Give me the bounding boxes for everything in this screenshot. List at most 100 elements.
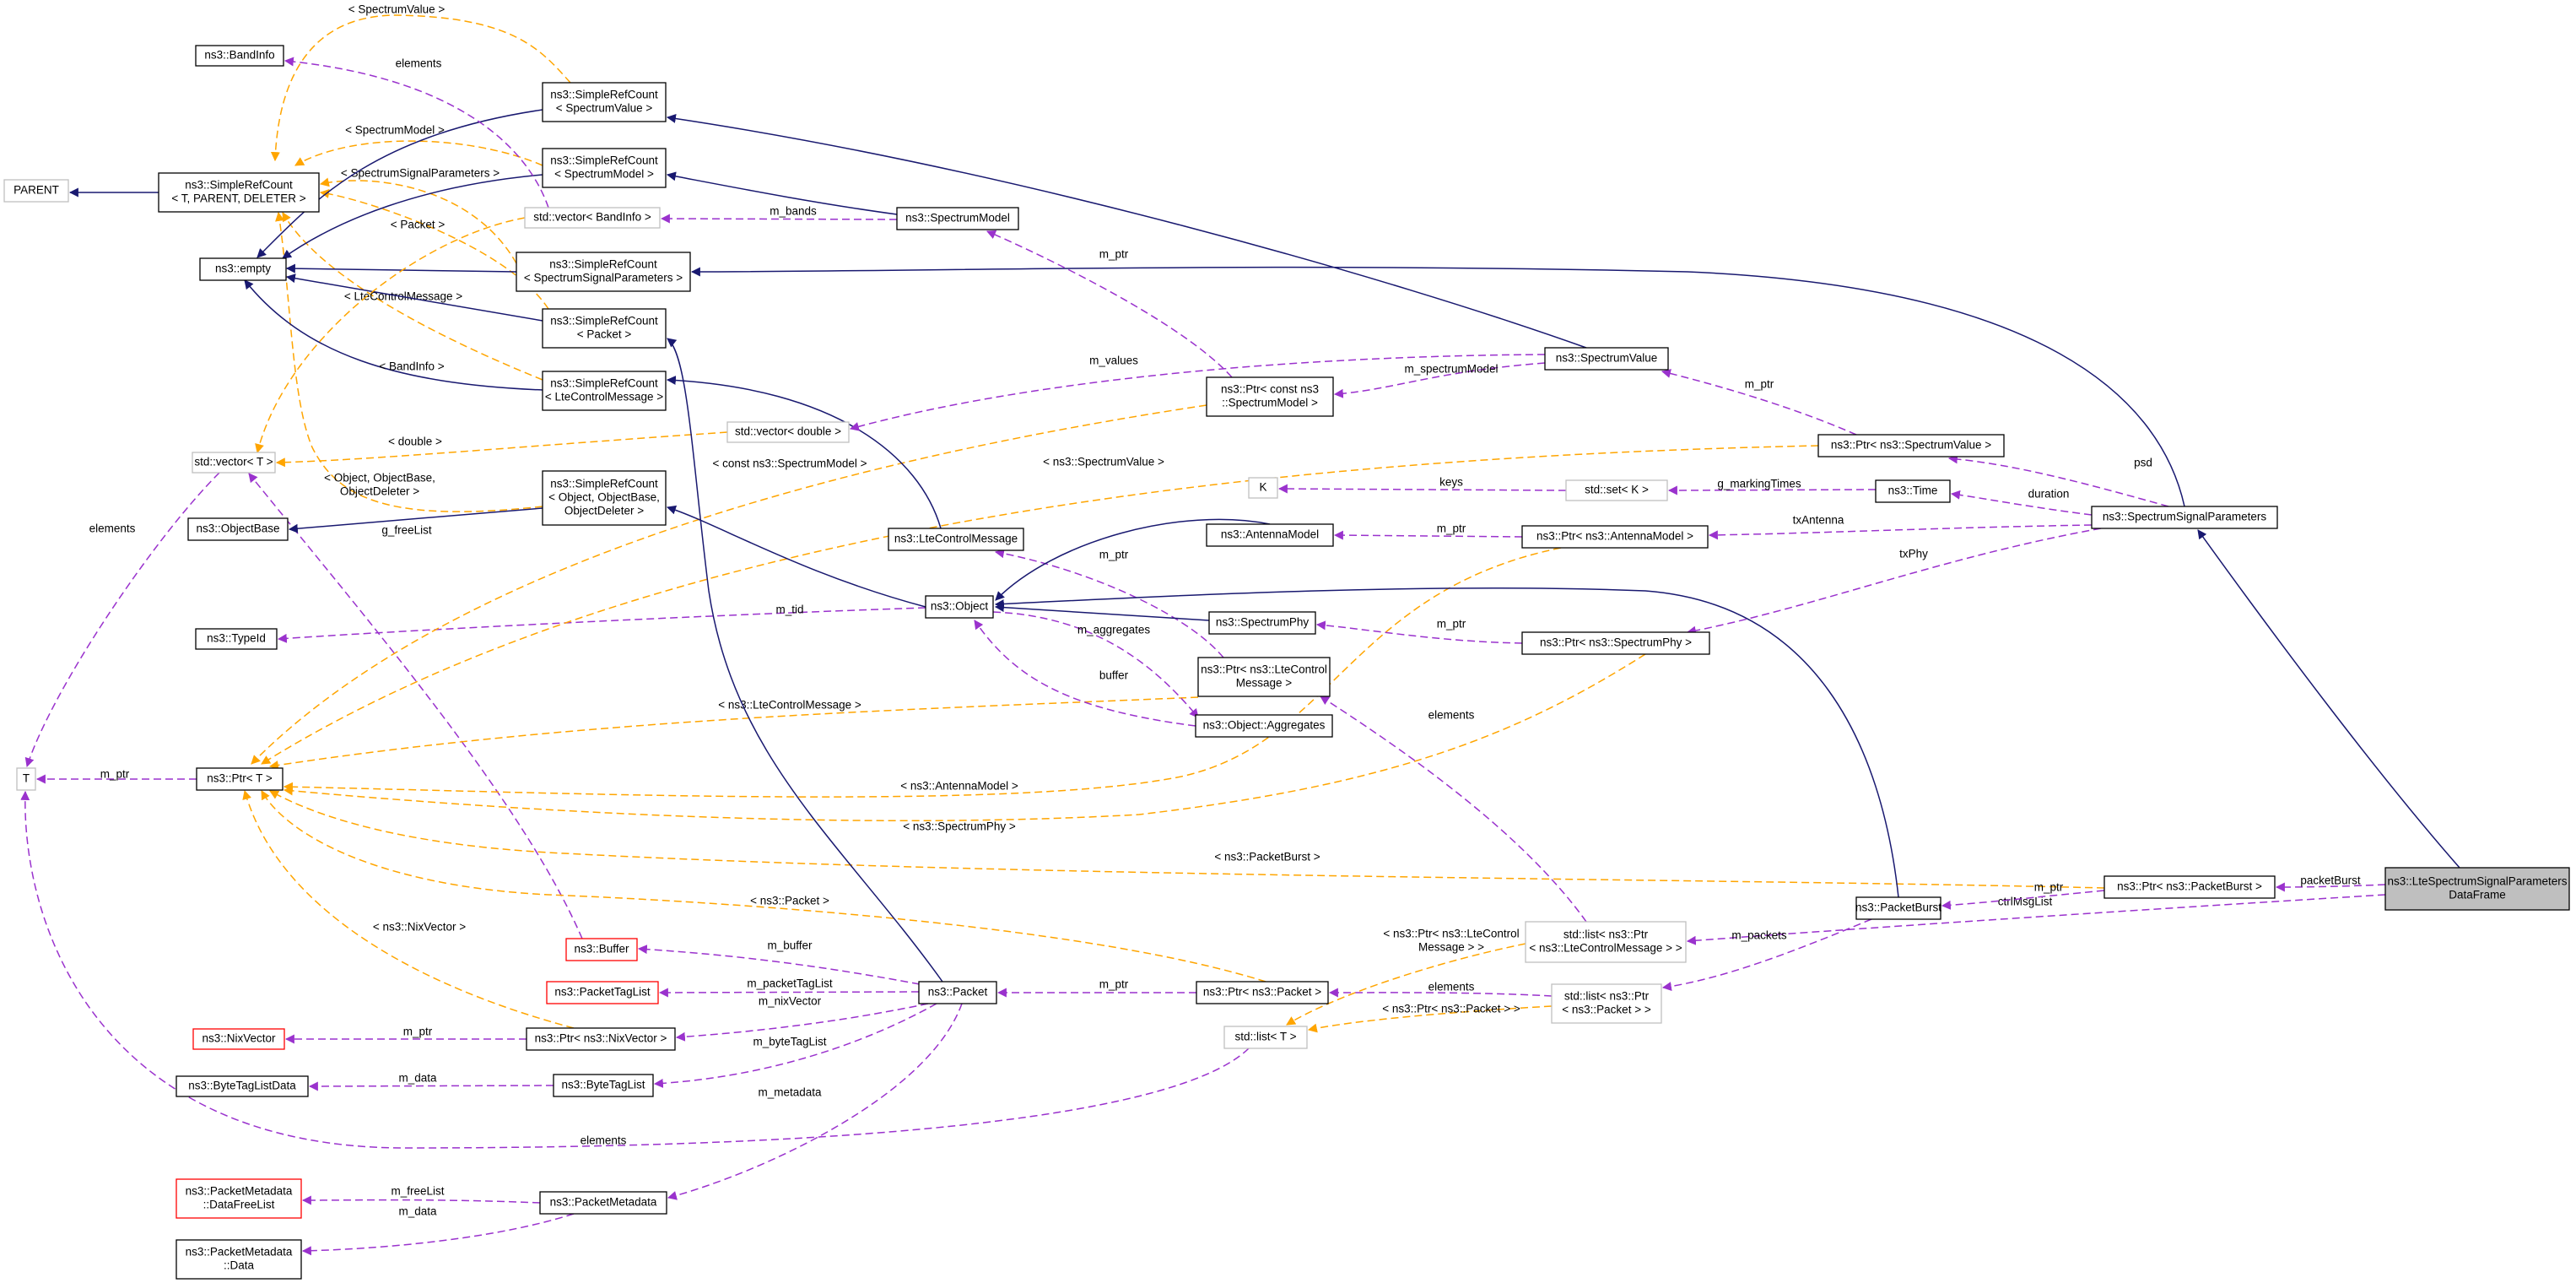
edge-srcSSP-ssp [690, 266, 2185, 507]
class-node-pmd[interactable]: ns3::PacketMetadata::Data [176, 1239, 302, 1280]
class-node-packet[interactable]: ns3::Packet [918, 981, 997, 1004]
edge-ptrT-ptrant: < ns3::AntennaModel > [283, 547, 1562, 798]
edge-T-listT: elements [20, 790, 1250, 1149]
edge-pmdfl-pmeta: m_freeList [301, 1185, 541, 1205]
node-label: ns3::Ptr< ns3::PacketBurst > [2117, 880, 2262, 893]
class-node-ptrnix[interactable]: ns3::Ptr< ns3::NixVector > [526, 1027, 676, 1051]
edge-srcT-srcP: < Packet > [319, 188, 549, 310]
class-node-objbase[interactable]: ns3::ObjectBase [187, 517, 289, 541]
edge-ptrT-ptrpb: < ns3::PacketBurst > [269, 790, 2105, 889]
class-node-srcp[interactable]: ns3::SimpleRefCount< Packet > [542, 308, 667, 349]
node-box [192, 1028, 285, 1050]
edge-label: m_tid [775, 604, 803, 616]
edge-line [2197, 529, 2460, 869]
edge-line [1328, 988, 1553, 998]
class-node-antmodel[interactable]: ns3::AntennaModel [1206, 523, 1334, 547]
edge-label: m_freeList [391, 1185, 444, 1198]
node-box [16, 767, 36, 791]
node-label: ns3::SpectrumModel [905, 212, 1010, 225]
class-node-srcsm[interactable]: ns3::SimpleRefCount< SpectrumModel > [542, 148, 667, 188]
edge-line [261, 445, 1819, 765]
edge-line [1333, 530, 1523, 540]
node-box [1544, 347, 1669, 371]
node-box [2384, 867, 2570, 911]
edge-label: < ns3::Ptr< ns3::LteControl [1383, 928, 1519, 940]
edge-specphy-ptrphy: m_ptr [1315, 618, 1523, 644]
class-node-srco[interactable]: ns3::SimpleRefCount< Object, ObjectBase,… [542, 470, 667, 526]
class-node-empty[interactable]: ns3::empty [199, 257, 287, 281]
class-node-btl[interactable]: ns3::ByteTagList [553, 1074, 654, 1097]
class-node-ptrpb[interactable]: ns3::Ptr< ns3::PacketBurst > [2103, 875, 2276, 899]
edge-label: < ns3::Packet > [750, 895, 829, 907]
edge-label: buffer [1099, 669, 1129, 682]
class-node-specmodel[interactable]: ns3::SpectrumModel [896, 207, 1019, 230]
class-node-ptrt[interactable]: ns3::Ptr< T > [196, 767, 284, 791]
node-label: ::SpectrumModel > [1222, 397, 1318, 409]
class-node-btld[interactable]: ns3::ByteTagListData [176, 1075, 309, 1097]
node-label: ns3::Buffer [574, 943, 629, 955]
edge-label: ObjectDeleter > [340, 485, 419, 498]
class-node-nixvec[interactable]: ns3::NixVector [192, 1028, 285, 1050]
class-node-root[interactable]: ns3::LteSpectrumSignalParametersDataFram… [2384, 867, 2570, 911]
class-node-buffer[interactable]: ns3::Buffer [565, 938, 638, 961]
class-node-specval[interactable]: ns3::SpectrumValue [1544, 347, 1669, 371]
class-node-aggr[interactable]: ns3::Object::Aggregates [1195, 714, 1333, 738]
edge-label: m_packets [1731, 929, 1787, 942]
edge-line [974, 620, 1196, 727]
edge-objbase-srcO [288, 507, 543, 533]
edge-line [1320, 696, 1587, 923]
node-label: T [23, 772, 30, 785]
edge-line [1661, 918, 1872, 992]
edge-ptrltecm-listptrlcm: elements [1320, 696, 1587, 923]
edge-vecT-vecdbl: < double > [275, 431, 728, 468]
edge-ptrT-ptrsv: < ns3::SpectrumValue > [261, 445, 1819, 765]
node-label: ns3::ByteTagListData [188, 1080, 296, 1092]
class-node-ptrsv[interactable]: ns3::Ptr< ns3::SpectrumValue > [1817, 434, 2005, 457]
node-label: ns3::ByteTagList [561, 1079, 645, 1091]
class-node-pmeta[interactable]: ns3::PacketMetadata [539, 1191, 667, 1215]
class-node-object[interactable]: ns3::Object [925, 595, 994, 619]
class-node-ptlist[interactable]: ns3::PacketTagList [546, 981, 659, 1004]
edge-pktburst-ptrpb: m_ptr [1941, 881, 2105, 910]
class-node-srcsv[interactable]: ns3::SimpleRefCount< SpectrumValue > [542, 82, 667, 122]
class-node-typeid[interactable]: ns3::TypeId [195, 628, 278, 650]
node-box [195, 45, 284, 67]
class-node-pmdfl[interactable]: ns3::PacketMetadata::DataFreeList [176, 1178, 302, 1219]
class-node-bandinfo[interactable]: ns3::BandInfo [195, 45, 284, 67]
edge-label: < ns3::SpectrumPhy > [903, 820, 1016, 833]
edge-srcT-srcSM: < SpectrumModel > [294, 124, 543, 166]
edge-label: m_data [398, 1072, 437, 1085]
edge-srcP-packet [667, 338, 943, 983]
class-node-pktburst[interactable]: ns3::PacketBurst [1855, 896, 1941, 920]
node-label: ::Data [224, 1259, 255, 1272]
edge-setK-time: g_markingTimes [1667, 478, 1877, 495]
class-node-srclcm[interactable]: ns3::SimpleRefCount< LteControlMessage > [542, 371, 667, 411]
edge-listptrpkt-pktburst: m_packets [1661, 918, 1872, 992]
node-box [192, 452, 276, 474]
class-node-ptrltecm[interactable]: ns3::Ptr< ns3::LteControlMessage > [1197, 657, 1331, 697]
edge-typeid-object: m_tid [277, 604, 926, 643]
class-node-ssp[interactable]: ns3::SpectrumSignalParameters [2091, 506, 2278, 529]
edge-line [251, 404, 1207, 765]
edge-line [849, 354, 1546, 431]
class-node-ptrpkt[interactable]: ns3::Ptr< ns3::Packet > [1196, 981, 1329, 1004]
class-node-specphy[interactable]: ns3::SpectrumPhy [1208, 611, 1316, 635]
edge-line [690, 266, 2185, 507]
class-node-ptrant[interactable]: ns3::Ptr< ns3::AntennaModel > [1521, 525, 1709, 549]
edge-label: txPhy [1899, 548, 1928, 560]
node-label: ns3::PacketMetadata [550, 1196, 657, 1209]
class-node-ptrcsm[interactable]: ns3::Ptr< const ns3::SpectrumModel > [1206, 376, 1334, 417]
node-box [918, 981, 997, 1004]
class-node-ptrphy[interactable]: ns3::Ptr< ns3::SpectrumPhy > [1521, 631, 1710, 655]
edge-empty-srcP [285, 273, 543, 322]
class-node-ltecm[interactable]: ns3::LteControlMessage [888, 528, 1024, 551]
node-box [3, 179, 69, 203]
node-box [187, 517, 289, 541]
class-node-srct[interactable]: ns3::SimpleRefCount< T, PARENT, DELETER … [158, 172, 320, 213]
node-box [542, 308, 667, 349]
edge-label: elements [1428, 709, 1475, 722]
class-node-time[interactable]: ns3::Time [1875, 479, 1951, 503]
edge-line [282, 174, 543, 259]
class-node-srcssp[interactable]: ns3::SimpleRefCount< SpectrumSignalParam… [516, 252, 691, 292]
edge-label: m_values [1089, 355, 1138, 367]
